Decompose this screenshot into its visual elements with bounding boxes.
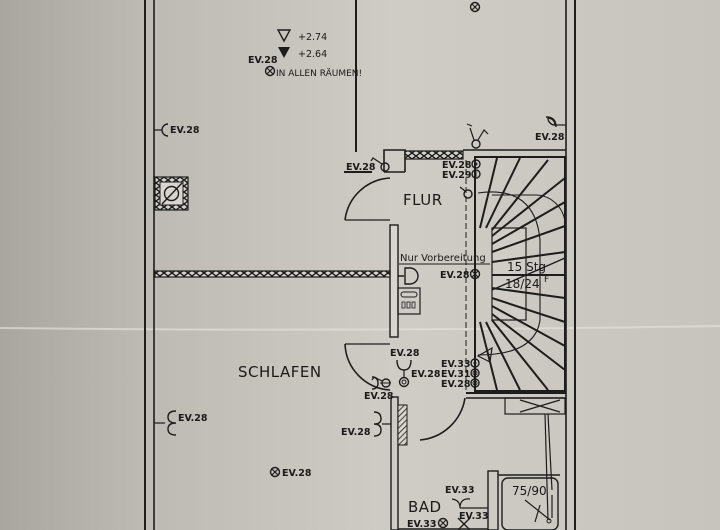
ev-label: EV.33 <box>441 359 470 370</box>
ceiling-light-icon <box>469 1 481 13</box>
outer-walls <box>144 0 576 530</box>
socket-icon <box>154 410 177 436</box>
ceiling-light-icon <box>469 268 481 280</box>
shower-tray <box>501 477 559 530</box>
level-mark-open-icon <box>276 29 292 43</box>
socket-icon <box>396 359 412 377</box>
ev-label: EV.28 <box>411 369 441 380</box>
ev-label: EV.28 <box>440 270 470 281</box>
ev-label: EV.28 <box>178 413 208 424</box>
switch-icon <box>466 123 489 149</box>
switch-icon <box>457 517 471 530</box>
outlet-icon <box>471 159 481 169</box>
ev-label: EV.28 <box>535 132 565 143</box>
level-upper: +2.74 <box>298 32 327 43</box>
outlet-icon <box>470 358 480 368</box>
stair-ratio-label: 18/24 <box>505 277 540 291</box>
ev-label: EV.28 <box>390 348 420 359</box>
switch-icon <box>459 186 473 199</box>
switch-icon <box>370 157 390 172</box>
room-label-bad: BAD <box>408 498 442 516</box>
ceiling-light-icon <box>269 466 281 478</box>
stair-steps-label: 15 Stg <box>507 260 546 274</box>
socket-icon <box>154 123 169 137</box>
level-lower: +2.64 <box>298 49 327 60</box>
door-swing-flur <box>344 177 391 221</box>
switch-icon <box>398 376 410 388</box>
outlet-icon <box>470 378 480 388</box>
room-label-schlafen: SCHLAFEN <box>238 363 322 381</box>
level-mark-filled-icon <box>278 47 290 58</box>
socket-icon <box>545 116 566 128</box>
shaft-symbol <box>154 176 189 211</box>
stair-ratio-suffix: F <box>544 275 549 285</box>
ev-label: EV.33 <box>407 519 436 530</box>
flur-upper-wall <box>383 149 566 173</box>
room-label-flur: FLUR <box>403 191 443 209</box>
door-swing-schlafen <box>344 343 391 391</box>
ceiling-light-icon <box>264 65 276 77</box>
outlet-icon <box>470 368 480 378</box>
outlet-icon <box>471 169 481 179</box>
socket-icon <box>373 411 391 437</box>
ceiling-light-icon <box>437 517 449 529</box>
ev-label: EV.28 <box>282 468 312 479</box>
door-swing-bad <box>419 397 466 441</box>
ev-label: EV.28 <box>442 160 472 171</box>
ceiling-light-note: IN ALLEN RÄUMEN! <box>276 68 362 79</box>
ev-label: EV.28 <box>170 125 200 136</box>
staircase <box>465 156 566 392</box>
intercom-panel <box>397 267 421 315</box>
ev-label: EV.29 <box>442 170 471 181</box>
ev-label: EV.28 <box>341 427 371 438</box>
ev-label: EV.33 <box>459 511 488 522</box>
preparation-note: Nur Vorbereitung <box>400 253 486 264</box>
central-partition <box>154 224 399 338</box>
socket-icon <box>451 498 488 509</box>
socket-icon <box>371 376 391 390</box>
legend-ev-label: EV.28 <box>248 55 278 66</box>
ev-label: EV.33 <box>445 485 474 496</box>
paper-crease <box>0 325 720 331</box>
ev-label: EV.31 <box>441 369 470 380</box>
stair-light-icon <box>476 346 493 363</box>
shower-size-label: 75/90 <box>512 484 547 498</box>
ev-label: EV.28 <box>441 379 471 390</box>
bad-walls <box>390 392 566 530</box>
ev-label: EV.28 <box>364 391 394 402</box>
ev-label: EV.28 <box>346 162 376 173</box>
